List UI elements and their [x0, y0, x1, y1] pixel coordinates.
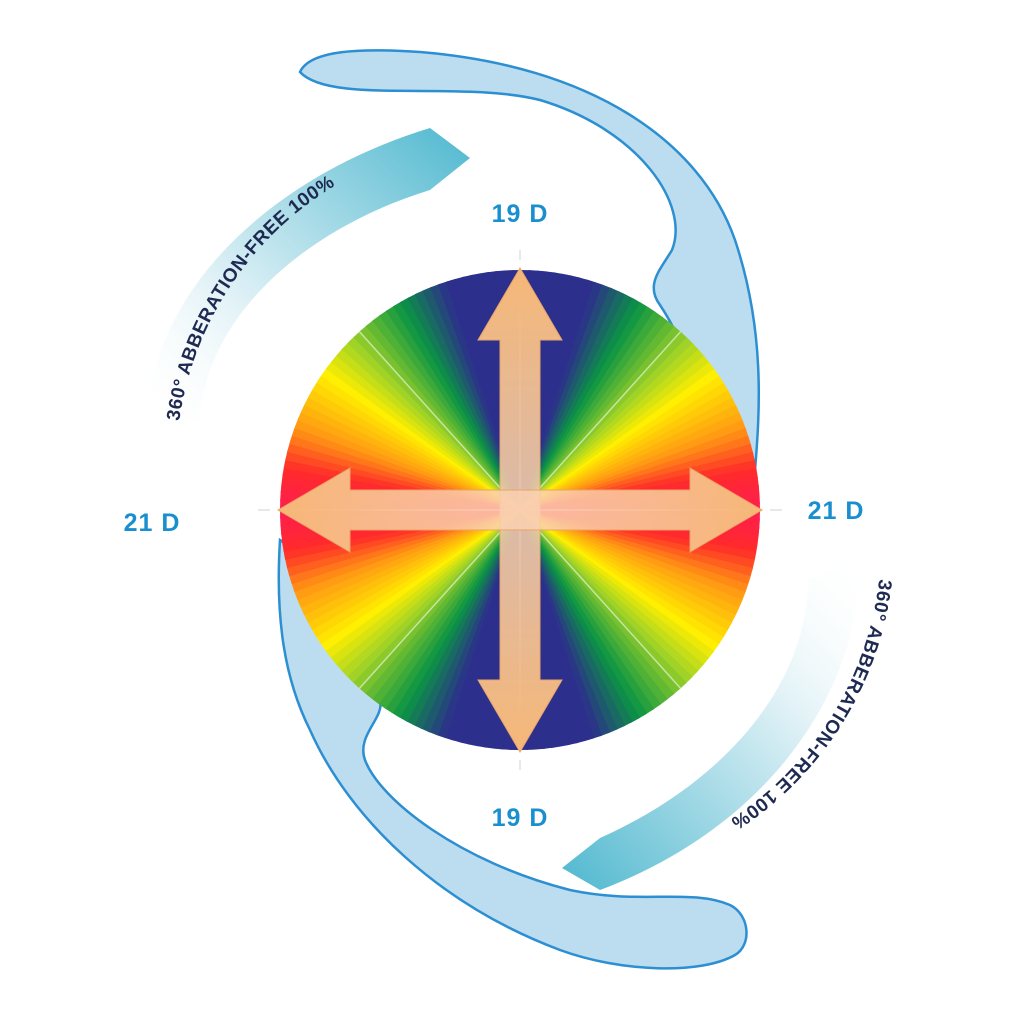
spectrum-sector [280, 510, 520, 608]
spectrum-sector [520, 357, 738, 510]
spectrum-sector [520, 396, 759, 510]
spectrum-sector [520, 510, 701, 706]
spectrum-sector [372, 510, 520, 731]
spectrum-sector [520, 380, 751, 510]
spectrum-sector [406, 271, 520, 510]
spectrum-sector [280, 510, 520, 599]
optic-ticks [258, 250, 782, 770]
spectrum-sector [520, 280, 653, 510]
spectrum-sector [520, 510, 650, 741]
spectrum-sector [431, 270, 520, 510]
spectrum-sector [520, 421, 760, 510]
spectrum-sector [357, 510, 520, 721]
spectrum-sector [520, 305, 690, 510]
spectrum-sector [309, 347, 520, 510]
spectrum-sector [298, 510, 520, 656]
spectrum-sector [285, 510, 520, 633]
label-top-power: 19 D [492, 200, 549, 228]
spectrum-sector [289, 510, 520, 640]
label-bottom-power: 19 D [492, 804, 549, 832]
spectrum-sector [520, 510, 708, 699]
spectrum-sector [319, 510, 520, 684]
spectrum-sector [520, 510, 688, 717]
spectrum-sector [520, 316, 703, 510]
spectrum-sector [367, 292, 520, 510]
spectrum-sector [520, 510, 694, 711]
spectrum-sector [352, 303, 520, 510]
spectrum-sector [520, 510, 736, 666]
spectrum-sector [302, 510, 520, 663]
spectrum-sector [294, 369, 520, 510]
spectrum-sector [520, 510, 626, 750]
spectrum-sector [520, 294, 676, 510]
spectrum-sector [520, 510, 618, 750]
horizontal-double-arrow [277, 467, 763, 553]
spectrum-sector [520, 510, 750, 643]
spectrum-sector [520, 404, 760, 510]
label-right-power: 21 D [808, 497, 865, 525]
spectrum-sector [280, 510, 520, 616]
spectrum-sector [520, 349, 732, 510]
spectrum-sector [520, 510, 725, 680]
spectrum-sector [520, 510, 746, 651]
spectrum-sector [331, 510, 520, 698]
spectrum-sector [379, 510, 520, 736]
spectrum-sector [520, 510, 658, 737]
spectrum-sector [293, 510, 520, 648]
spectrum-sector [520, 342, 727, 510]
spectrum-sector [520, 510, 731, 673]
spectrum-sector [346, 309, 520, 510]
spectrum-sector [520, 510, 714, 693]
spectrum-sector [520, 412, 760, 510]
spectrum-sector [520, 510, 673, 728]
spectrum-sector [387, 510, 520, 740]
spectrum-sector [290, 377, 520, 510]
spectrum-sector [320, 334, 520, 510]
spectrum-sector [324, 510, 520, 691]
spectrum-sector [382, 283, 520, 510]
spectrum-sector [313, 510, 520, 678]
spectrum-sector [520, 510, 634, 749]
four-direction-arrows-icon [277, 267, 763, 753]
spectrum-sector [520, 289, 668, 510]
spectrum-sector [364, 510, 520, 726]
spectrum-sector [414, 270, 520, 510]
spectrum-sector [304, 354, 520, 510]
label-left-power: 21 D [124, 509, 181, 537]
spectrum-sector [397, 275, 520, 510]
spectrum-sector [520, 510, 741, 658]
spectrum-sector [390, 279, 520, 510]
spectrum-sector [350, 510, 520, 715]
spectrum-sector [520, 284, 661, 510]
spectrum-sector [339, 314, 520, 510]
spectrum-sector [520, 336, 721, 510]
spectrum-sector [281, 510, 520, 624]
spectrum-sector [520, 510, 681, 722]
spectrum-sector [374, 288, 520, 510]
spectrum-sector [326, 327, 520, 510]
spectrum-sector [315, 340, 520, 510]
spectrum-sector [359, 298, 520, 510]
spectrum-sector [520, 372, 747, 510]
spectrum-sector [520, 364, 742, 510]
spectrum-sector [520, 387, 755, 510]
spectrum-sector [520, 510, 666, 732]
spectrum-sector [308, 510, 520, 671]
spectrum-sector [337, 510, 520, 704]
spectrum-sector [422, 270, 520, 510]
spectrum-sector [520, 510, 643, 745]
spectrum-sector [520, 510, 720, 686]
spectrum-sector [332, 321, 520, 510]
spectrum-sector [520, 510, 609, 750]
spectrum-sector [520, 329, 716, 510]
spectrum-sector [520, 299, 683, 510]
spectrum-sector [299, 362, 520, 510]
spectrum-sector [520, 322, 709, 510]
